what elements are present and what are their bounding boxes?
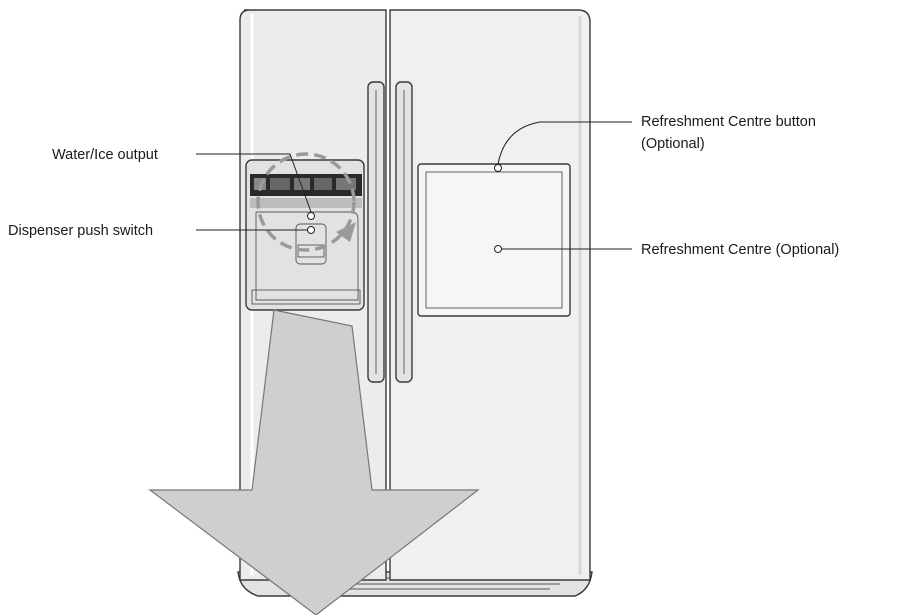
dispenser-highlight-circle [256, 152, 356, 252]
circle-marker-icon [307, 212, 315, 220]
dispenser-paddle [295, 223, 327, 265]
label-refreshment-centre-button: Refreshment Centre button [641, 114, 816, 130]
label-water-ice-output: Water/Ice output [52, 147, 158, 163]
dispenser-unit [245, 152, 365, 311]
circle-marker-icon [494, 245, 502, 253]
label-dispenser-push-switch: Dispenser push switch [8, 223, 153, 239]
down-arrow-icon [148, 309, 480, 615]
label-refreshment-centre: Refreshment Centre (Optional) [641, 242, 839, 258]
label-refreshment-centre-button-optional: (Optional) [641, 136, 705, 152]
right-door-handle [395, 81, 413, 383]
circle-marker-icon [307, 226, 315, 234]
left-door-handle [367, 81, 385, 383]
refreshment-centre-panel [417, 163, 571, 317]
circle-marker-icon [494, 164, 502, 172]
callout-leaders [196, 121, 632, 250]
